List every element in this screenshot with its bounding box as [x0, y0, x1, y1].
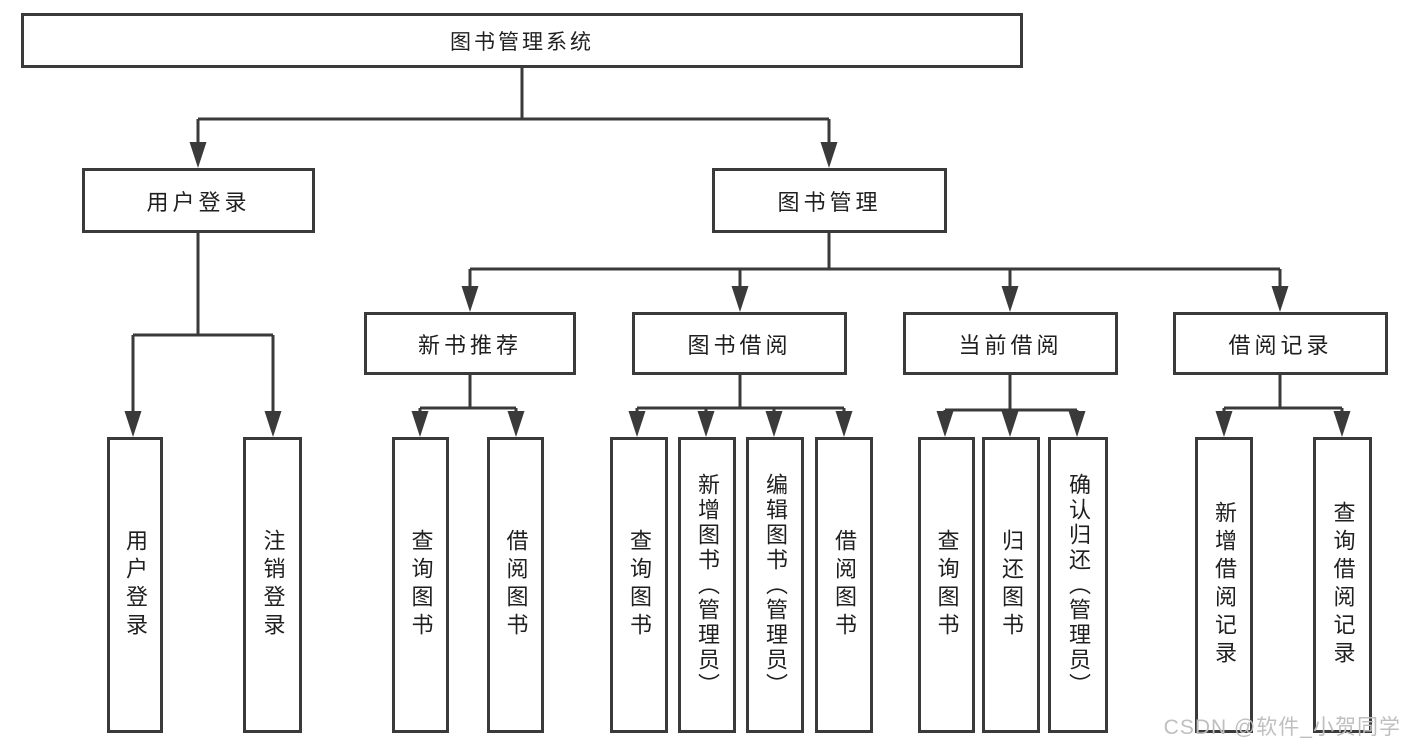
- node-library-system-label: 图书管理系统: [450, 30, 594, 54]
- node-new-book-recommend-label: 新书推荐: [417, 332, 522, 358]
- leaf-borrow-books-2-label: 借阅图书: [832, 529, 857, 641]
- node-current-borrow: 当前借阅: [903, 312, 1118, 375]
- node-new-book-recommend: 新书推荐: [364, 312, 576, 375]
- leaf-edit-books-admin-label: 编辑图书（管理员）: [763, 472, 788, 698]
- leaf-borrow-books-1: 借阅图书: [487, 437, 544, 733]
- leaf-borrow-books-2: 借阅图书: [815, 437, 873, 733]
- node-user-login-label: 用户登录: [146, 189, 251, 215]
- connector-lines: [131, 68, 1344, 416]
- node-user-login: 用户登录: [82, 168, 315, 233]
- leaf-logout: 注销登录: [243, 437, 302, 733]
- node-book-borrow-label: 图书借阅: [687, 332, 792, 358]
- leaf-query-books-1: 查询图书: [392, 437, 449, 733]
- leaf-return-books-label: 归还图书: [999, 529, 1024, 641]
- leaf-query-books-3: 查询图书: [918, 437, 975, 733]
- leaf-add-borrow-record: 新增借阅记录: [1195, 437, 1253, 733]
- leaf-add-borrow-record-label: 新增借阅记录: [1212, 501, 1237, 669]
- leaf-return-books: 归还图书: [982, 437, 1040, 733]
- node-book-management: 图书管理: [712, 168, 947, 233]
- leaf-confirm-return-admin: 确认归还（管理员）: [1048, 437, 1108, 733]
- watermark: CSDN @软件_小贺同学: [1163, 716, 1401, 739]
- node-library-system: 图书管理系统: [21, 13, 1023, 68]
- arrowheads: [124, 142, 1351, 437]
- leaf-edit-books-admin: 编辑图书（管理员）: [746, 437, 804, 733]
- node-borrow-records-label: 借阅记录: [1228, 332, 1333, 358]
- leaf-add-books-admin: 新增图书（管理员）: [678, 437, 736, 733]
- leaf-borrow-books-1-label: 借阅图书: [503, 529, 529, 641]
- node-book-management-label: 图书管理: [777, 189, 882, 215]
- leaf-query-books-3-label: 查询图书: [934, 529, 960, 641]
- leaf-query-borrow-record: 查询借阅记录: [1313, 437, 1372, 733]
- leaf-query-books-2: 查询图书: [610, 437, 668, 733]
- leaf-add-books-admin-label: 新增图书（管理员）: [695, 472, 720, 698]
- node-current-borrow-label: 当前借阅: [958, 332, 1063, 358]
- leaf-query-books-2-label: 查询图书: [627, 529, 652, 641]
- node-borrow-records: 借阅记录: [1173, 312, 1388, 375]
- leaf-user-login: 用户登录: [107, 437, 163, 733]
- leaf-user-login-label: 用户登录: [123, 529, 148, 641]
- leaf-query-borrow-record-label: 查询借阅记录: [1330, 501, 1356, 669]
- node-book-borrow: 图书借阅: [632, 312, 847, 375]
- leaf-confirm-return-admin-label: 确认归还（管理员）: [1066, 472, 1091, 698]
- leaf-query-books-1-label: 查询图书: [408, 529, 434, 641]
- leaf-logout-label: 注销登录: [260, 529, 286, 641]
